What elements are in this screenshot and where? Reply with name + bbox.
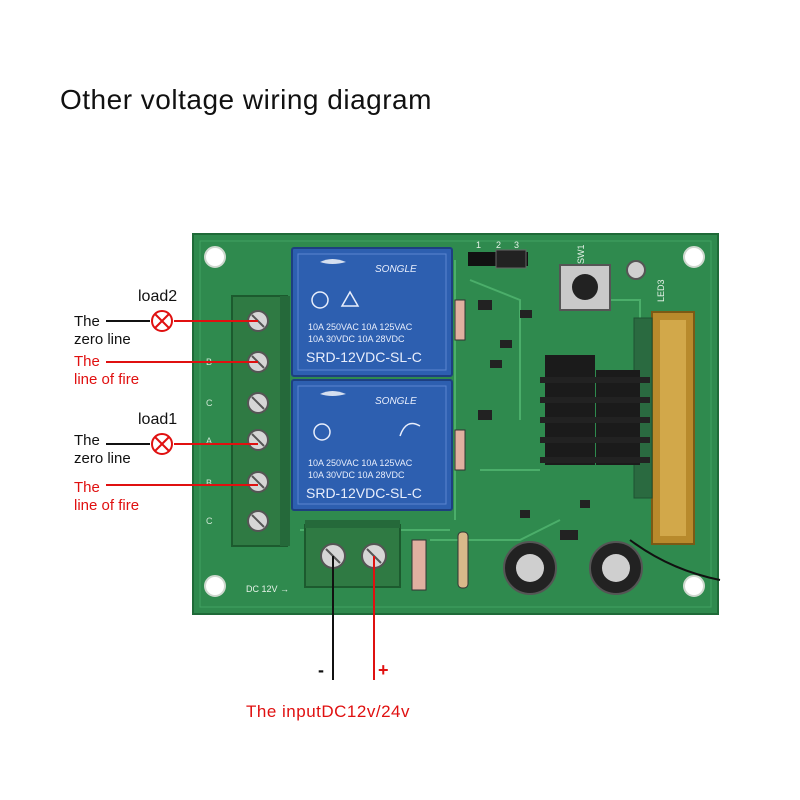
input-voltage-label: The inputDC12v/24v: [246, 702, 410, 721]
dc-input-mark: DC 12V →: [246, 584, 289, 594]
load2-label: load2: [138, 288, 178, 305]
label-line: line of fire: [74, 371, 140, 388]
load1-zero-line-label: The zero line: [74, 432, 131, 468]
relay-top-model: SRD-12VDC-SL-C: [306, 349, 422, 365]
terminal-letter: C: [206, 516, 213, 526]
relay-top-rating-2: 10A 30VDC 10A 28VDC: [308, 334, 405, 344]
label-line: The: [74, 432, 100, 449]
load1-wiring: [106, 433, 258, 486]
label-line: line of fire: [74, 497, 140, 514]
label-line: zero line: [74, 450, 131, 467]
capacitor-c1: [503, 541, 557, 595]
label-line: The: [74, 479, 100, 496]
antenna-wire: [629, 539, 721, 581]
relay-bottom-brand: SONGLE: [375, 396, 417, 407]
sw1-label: SW1: [576, 244, 586, 264]
relay-bottom-rating-1: 10A 250VAC 10A 125VAC: [308, 458, 413, 468]
capacitor-c2: [589, 541, 643, 595]
push-button: SW1: [559, 244, 611, 311]
antenna-coil: [540, 377, 650, 463]
jumper: 1 2 3: [468, 240, 528, 269]
label-line: zero line: [74, 331, 131, 348]
jumper-pin-label: 2: [496, 240, 501, 250]
diode: [454, 429, 466, 471]
led: [626, 260, 646, 280]
relay-bottom: SONGLE 10A 250VAC 10A 125VAC 10A 30VDC 1…: [291, 379, 453, 511]
rf-module: [633, 311, 695, 545]
label-line: The: [74, 353, 100, 370]
ic-chips: [545, 355, 640, 465]
load2-wiring: [106, 310, 258, 363]
minus-sign: -: [318, 660, 324, 680]
load1-fire-line-label: The line of fire: [74, 479, 139, 515]
resistor: [457, 531, 469, 589]
terminal-block-output: [231, 295, 290, 547]
terminal-letter: A: [206, 436, 212, 446]
terminal-letter: C: [206, 398, 213, 408]
led-label: LED3: [656, 279, 666, 302]
relay-bottom-rating-2: 10A 30VDC 10A 28VDC: [308, 470, 405, 480]
diode: [411, 539, 427, 591]
relay-top-rating-1: 10A 250VAC 10A 125VAC: [308, 322, 413, 332]
terminal-block-input: [304, 520, 401, 588]
diagram-title: Other voltage wiring diagram: [60, 84, 432, 115]
load2-fire-line-label: The line of fire: [74, 353, 139, 389]
plus-sign: +: [378, 660, 389, 680]
label-line: The: [74, 313, 100, 330]
jumper-pin-label: 1: [476, 240, 481, 250]
load2-zero-line-label: The zero line: [74, 313, 131, 349]
terminal-letter: B: [206, 478, 212, 488]
jumper-pin-label: 3: [514, 240, 519, 250]
relay-bottom-model: SRD-12VDC-SL-C: [306, 485, 422, 501]
relay-top-brand: SONGLE: [375, 264, 417, 275]
load1-label: load1: [138, 411, 178, 428]
diode: [454, 299, 466, 341]
relay-top: SONGLE 10A 250VAC 10A 125VAC 10A 30VDC 1…: [291, 247, 453, 377]
dc-input-wiring: [332, 556, 375, 680]
mounting-holes: [204, 246, 705, 597]
